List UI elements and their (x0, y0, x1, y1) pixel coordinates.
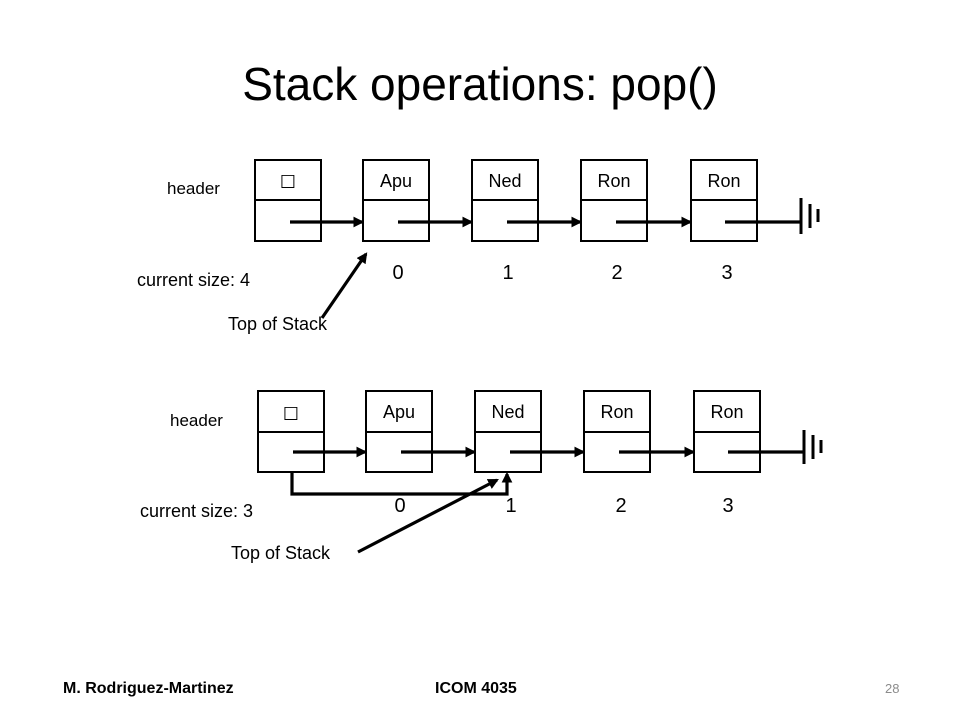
header-node: ☐ (257, 390, 325, 473)
node-label: Ned (488, 171, 521, 191)
current-size-label: current size: 3 (140, 501, 253, 521)
node-3: Ron (690, 159, 758, 242)
header-node: ☐ (254, 159, 322, 242)
header-label: header (167, 179, 220, 198)
index-label: 3 (722, 495, 733, 517)
node-label: Ron (600, 402, 633, 422)
header-symbol: ☐ (280, 172, 296, 192)
node-label: Ron (597, 171, 630, 191)
index-label: 2 (615, 495, 626, 517)
node-label: Apu (383, 402, 415, 422)
diagram-after: header ☐ Apu Ned Ron Ron (140, 390, 823, 563)
index-label: 0 (392, 262, 403, 284)
index-label: 3 (721, 262, 732, 284)
top-of-stack-arrow (320, 252, 368, 319)
node-label: Ned (491, 402, 524, 422)
node-0: Apu (362, 159, 430, 242)
null-ground-icon (799, 198, 820, 234)
node-2: Ron (580, 159, 648, 242)
node-0: Apu (365, 390, 433, 473)
diagram-before: header ☐ Apu Ned Ron Ron (137, 159, 820, 334)
node-1: Ned (474, 390, 542, 473)
footer-author: M. Rodriguez-Martinez (63, 680, 234, 697)
top-of-stack-label: Top of Stack (231, 543, 331, 563)
page-number: 28 (885, 681, 899, 696)
current-size-label: current size: 4 (137, 270, 250, 290)
null-ground-icon (802, 430, 823, 464)
slide-title: Stack operations: pop() (242, 58, 718, 110)
node-label: Ron (707, 171, 740, 191)
index-label: 1 (505, 495, 516, 517)
footer-course: ICOM 4035 (435, 680, 517, 697)
index-label: 2 (611, 262, 622, 284)
node-1: Ned (471, 159, 539, 242)
node-label: Ron (710, 402, 743, 422)
node-3: Ron (693, 390, 761, 473)
node-label: Apu (380, 171, 412, 191)
top-of-stack-arrow (357, 478, 499, 554)
header-bypass-arrow (290, 471, 513, 496)
index-label: 0 (394, 495, 405, 517)
top-of-stack-label: Top of Stack (228, 314, 328, 334)
index-label: 1 (502, 262, 513, 284)
node-2: Ron (583, 390, 651, 473)
header-symbol: ☐ (283, 404, 299, 424)
header-label: header (170, 411, 223, 430)
